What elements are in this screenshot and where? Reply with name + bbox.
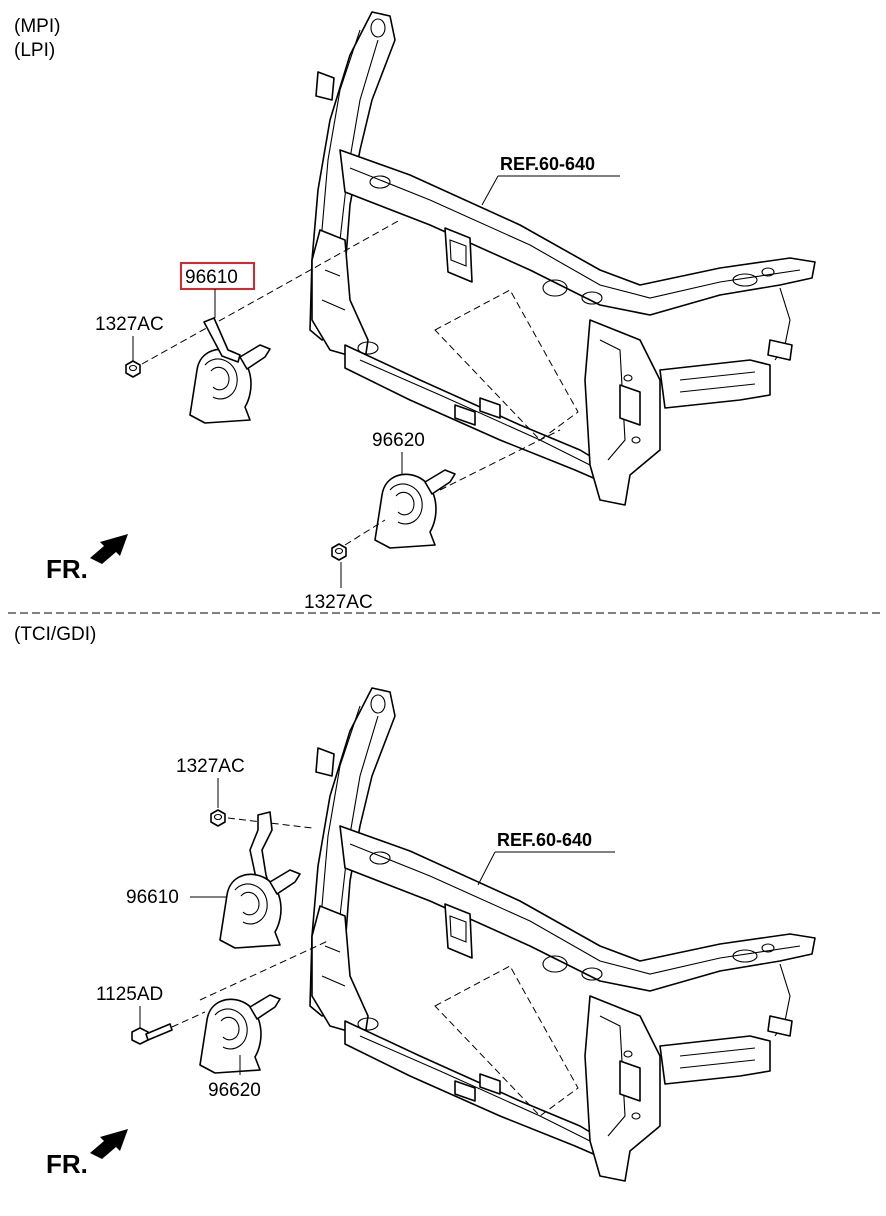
radiator-support-frame-icon (309, 687, 816, 1182)
part-code-1327ac[interactable]: 1327AC (95, 314, 164, 335)
part-code-1125ad[interactable]: 1125AD (96, 984, 163, 1005)
front-direction-arrow-icon (90, 1129, 128, 1159)
part-code-1327ac[interactable]: 1327AC (176, 756, 245, 777)
nut-icon (331, 543, 347, 561)
part-code-96620[interactable]: 96620 (372, 430, 425, 451)
horn-icon (219, 869, 301, 949)
ref-label[interactable]: REF.60-640 (497, 830, 592, 850)
part-code-96610[interactable]: 96610 (126, 887, 179, 908)
part-code-96610[interactable]: 96610 (185, 267, 238, 288)
ref-label[interactable]: REF.60-640 (500, 154, 595, 174)
part-code-1327ac[interactable]: 1327AC (304, 592, 373, 613)
variant-label-mpi: (MPI) (14, 16, 60, 37)
nut-icon (210, 809, 226, 827)
part-code-96620[interactable]: 96620 (208, 1080, 261, 1101)
variant-label-lpi: (LPI) (14, 40, 55, 61)
bolt-icon (131, 1023, 173, 1045)
nut-icon (125, 360, 141, 378)
front-direction-arrow-icon (90, 534, 128, 564)
front-direction-label: FR. (46, 554, 88, 584)
front-direction-label: FR. (46, 1149, 88, 1179)
highlight-box (180, 262, 255, 290)
variant-label-tci-gdi: (TCI/GDI) (14, 624, 96, 645)
horn-icon (374, 469, 456, 549)
